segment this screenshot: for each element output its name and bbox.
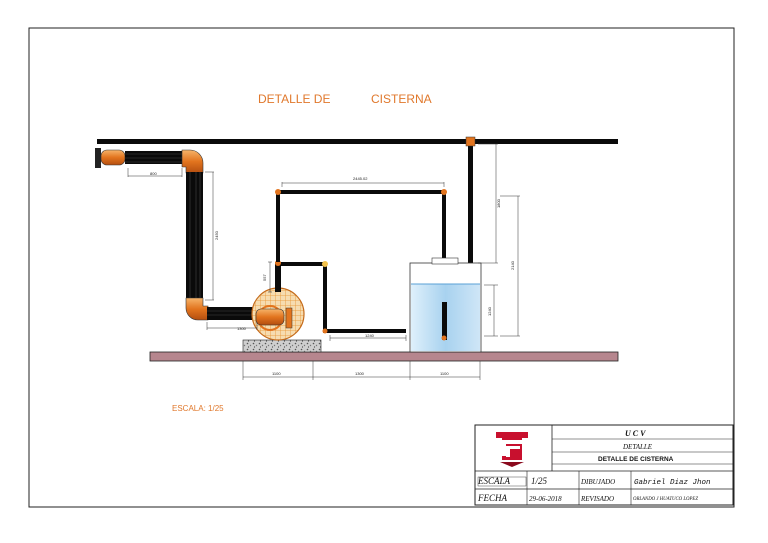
dim-1240: 1240 bbox=[365, 333, 375, 338]
suction-horizontal-pipe bbox=[207, 307, 257, 320]
tb-drawn-key: DIBUJADO bbox=[580, 478, 615, 486]
tb-sheet-type: DETALLE bbox=[622, 443, 653, 451]
dimension-lines bbox=[127, 143, 520, 380]
dim-1100-a: 1100 bbox=[272, 371, 281, 376]
discharge-riser bbox=[275, 262, 281, 292]
pump bbox=[251, 287, 305, 341]
tb-scale-value: 1/25 bbox=[531, 476, 548, 486]
main-header-pipe bbox=[97, 139, 618, 144]
tb-institution: UCV bbox=[625, 429, 647, 438]
sheet-border bbox=[28, 27, 735, 508]
tb-sheet-name: DETALLE DE CISTERNA bbox=[598, 456, 674, 463]
suction-lower-elbow bbox=[185, 297, 209, 321]
dim-1100-c: 1100 bbox=[440, 371, 449, 376]
tb-date-value: 29-06-2018 bbox=[529, 495, 562, 503]
dim-2445: 2445.02 bbox=[353, 176, 368, 181]
dim-557: 557 bbox=[262, 274, 267, 281]
pump-base bbox=[242, 339, 322, 353]
cistern-supply-pipe bbox=[281, 262, 406, 333]
tb-reviewed-value: ORLANDO J HUATUCO LOPEZ bbox=[633, 497, 698, 502]
dim-800: 800 bbox=[150, 171, 157, 176]
tb-reviewed-key: REVISADO bbox=[580, 495, 614, 503]
suction-inlet bbox=[95, 148, 204, 174]
ucv-logo-icon bbox=[480, 428, 544, 468]
floor-slab bbox=[149, 351, 619, 362]
tb-scale-key: ESCALA bbox=[477, 476, 511, 486]
suction-vertical-pipe bbox=[186, 172, 203, 300]
dim-2450: 2450 bbox=[214, 230, 219, 240]
dim-1300-b: 1300 bbox=[355, 371, 365, 376]
header-drop-pipe bbox=[468, 144, 473, 269]
cistern-tank bbox=[409, 257, 482, 353]
drawing-title-right: CISTERNA bbox=[371, 92, 432, 106]
dim-2140: 2140 bbox=[510, 260, 515, 270]
dim-1800: 1800 bbox=[496, 198, 501, 208]
tb-date-key: FECHA bbox=[477, 493, 507, 503]
tb-drawn-value: Gabriel Diaz Jhon bbox=[634, 479, 711, 487]
dim-1240-tank: 1240 bbox=[487, 306, 492, 316]
scale-note: ESCALA: 1/25 bbox=[172, 404, 224, 413]
dim-1300: 1300 bbox=[237, 326, 247, 331]
drawing-title-left: DETALLE DE bbox=[258, 92, 330, 106]
